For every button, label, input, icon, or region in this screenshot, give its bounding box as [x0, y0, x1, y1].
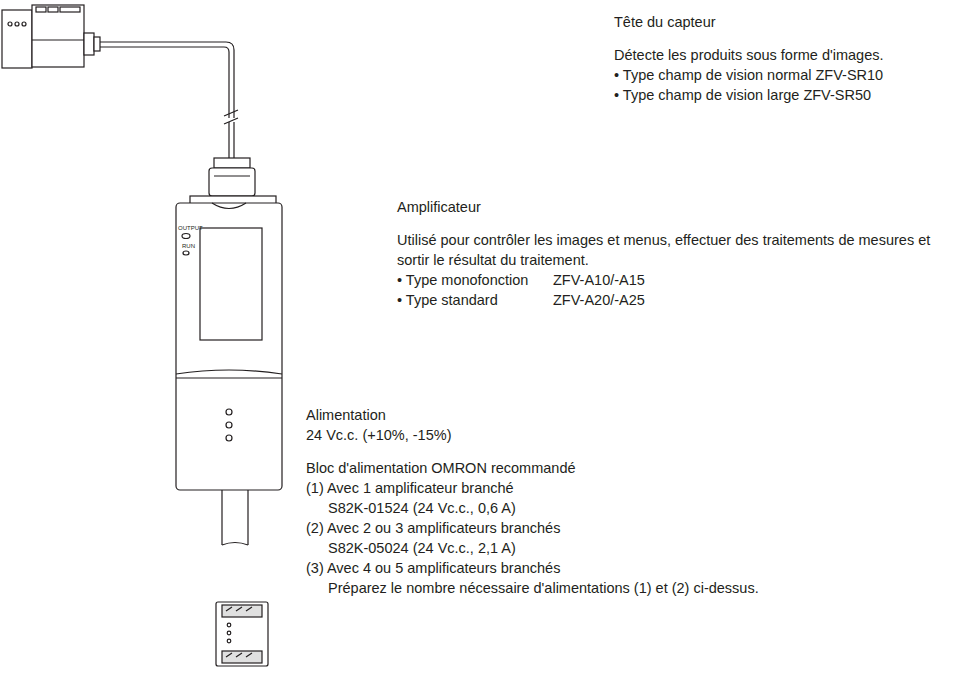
description: Bloc d'alimentation OMRON recommandé [306, 458, 576, 478]
connector-plug [214, 158, 250, 168]
model-item: • Type champ de vision large ZFV-SR50 [614, 85, 871, 105]
run-led [183, 251, 189, 255]
model-item: • Type champ de vision normal ZFV-SR10 [614, 65, 883, 85]
model-number: S82K-05024 (24 Vc.c., 2,1 A) [328, 538, 516, 558]
description: Utilisé pour contrôler les images et men… [397, 230, 937, 270]
model-number: ZFV-A20/-A25 [553, 290, 645, 310]
model-item: • Type monofonction [397, 270, 528, 290]
part-name: Tête du capteur [614, 12, 716, 32]
output-led [182, 234, 190, 239]
cable-break [224, 110, 238, 124]
description: Détecte les produits sous forme d'images… [614, 45, 884, 65]
sensor-cable [100, 42, 234, 118]
note: Préparez le nombre nécessaire d'alimenta… [328, 578, 759, 598]
led-label: OUTPUT [178, 225, 203, 232]
option-item: (2) Avec 2 ou 3 amplificateurs branchés [306, 518, 560, 538]
model-number: S82K-01524 (24 Vc.c., 0,6 A) [328, 498, 516, 518]
model-number: ZFV-A10/-A15 [553, 270, 645, 290]
part-name: Amplificateur [397, 197, 481, 217]
button [226, 409, 232, 415]
specification: 24 Vc.c. (+10%, -15%) [306, 425, 451, 445]
sensor-head-body [32, 5, 84, 67]
option-item: (3) Avec 4 ou 5 amplificateurs branchés [306, 558, 560, 578]
amplifier-body [176, 203, 282, 490]
led-label: RUN [182, 243, 195, 250]
part-name: Alimentation [306, 405, 386, 425]
sensor-head-front [2, 10, 32, 68]
power-supply [216, 602, 268, 666]
model-item: • Type standard [397, 290, 498, 310]
lcd-screen [200, 228, 262, 340]
cable-gland [84, 33, 94, 55]
option-item: (1) Avec 1 amplificateur branché [306, 478, 514, 498]
led [8, 22, 12, 26]
amplifier-cable [222, 490, 248, 545]
